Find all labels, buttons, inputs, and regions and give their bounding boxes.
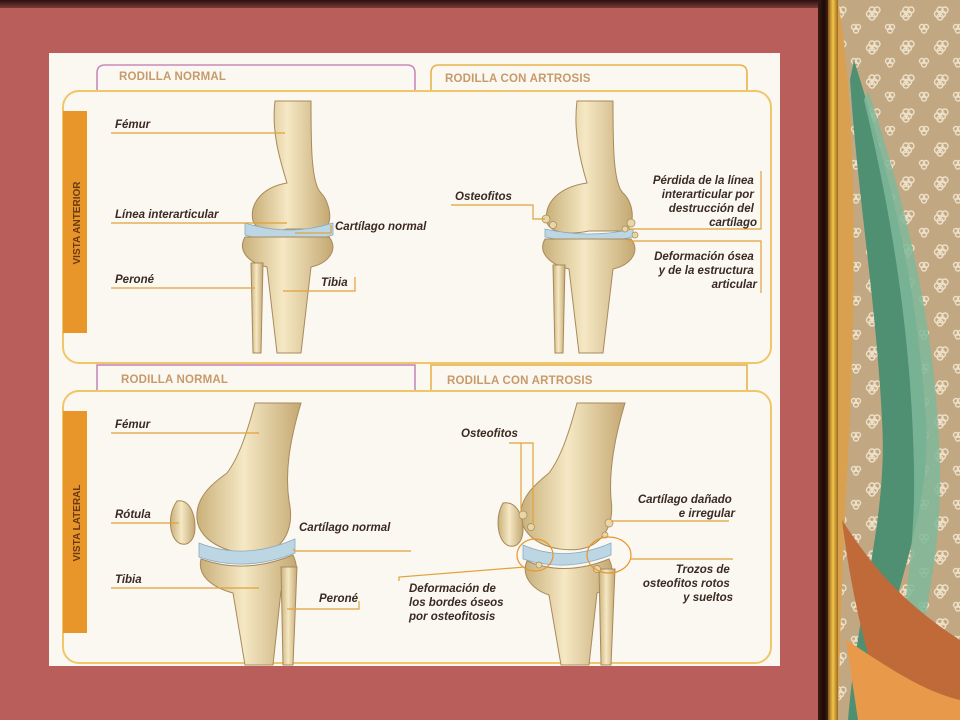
- lateral-artrosis-bordes-label: Deformación de los bordes óseos por oste…: [408, 583, 507, 623]
- anterior-normal-cartilago-label: Cartílago normal: [335, 221, 427, 233]
- anterior-normal-perone-label: Peroné: [115, 274, 155, 286]
- artrosis-knee-anterior-illustration: [541, 100, 639, 354]
- anterior-artrosis-osteofitos-label: Osteofitos: [455, 191, 512, 203]
- anterior-normal-linea-label: Línea interarticular: [115, 209, 219, 221]
- slide-right-border: [818, 0, 830, 720]
- slide-top-border: [0, 0, 826, 8]
- lateral-normal-perone-label: Peroné: [319, 593, 359, 605]
- lateral-artrosis-title: RODILLA CON ARTROSIS: [447, 375, 593, 387]
- anterior-artrosis-deformacion-label: Deformación ósea y de la estructura arti…: [654, 251, 757, 291]
- lateral-artrosis-osteofitos-label: Osteofitos: [461, 428, 518, 440]
- lateral-normal-tibia-label: Tibia: [115, 574, 142, 586]
- anterior-normal-title: RODILLA NORMAL: [119, 71, 226, 83]
- vista-anterior-label: VISTA ANTERIOR: [72, 181, 83, 265]
- anterior-panel: RODILLA NORMAL RODILLA CON ARTROSIS VIST…: [62, 64, 772, 364]
- artrosis-knee-lateral-illustration: [497, 402, 632, 666]
- normal-knee-lateral-illustration: [170, 402, 302, 666]
- lateral-normal-rotula-label: Rótula: [115, 509, 151, 521]
- vista-lateral-label: VISTA LATERAL: [72, 484, 83, 561]
- anterior-normal-tibia-label: Tibia: [321, 277, 348, 289]
- normal-knee-anterior-illustration: [242, 100, 334, 354]
- lateral-artrosis-trozos-label: Trozos de osteofitos rotos y sueltos: [643, 564, 733, 604]
- anterior-normal-femur-label: Fémur: [115, 119, 151, 131]
- lateral-panel: RODILLA NORMAL RODILLA CON ARTROSIS VIST…: [62, 364, 772, 666]
- lateral-artrosis-danado-label: Cartílago dañado e irregular: [638, 494, 736, 520]
- lateral-normal-femur-label: Fémur: [115, 419, 151, 431]
- anterior-artrosis-perdida-label: Pérdida de la línea interarticular por d…: [653, 175, 757, 229]
- decorative-floral-strip: [828, 0, 960, 720]
- knee-arthrosis-diagram: RODILLA NORMAL RODILLA CON ARTROSIS VIST…: [49, 53, 780, 666]
- lateral-normal-cartilago-label: Cartílago normal: [299, 522, 391, 534]
- lateral-normal-title: RODILLA NORMAL: [121, 374, 228, 386]
- anterior-artrosis-title: RODILLA CON ARTROSIS: [445, 73, 591, 85]
